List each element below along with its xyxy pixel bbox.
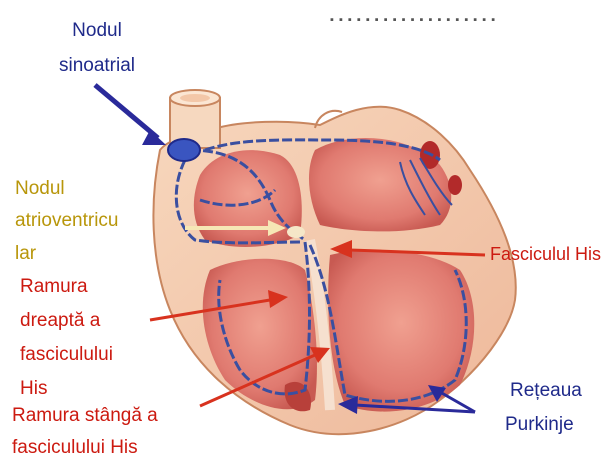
label-av-line3: lar [15, 243, 36, 266]
label-purkinje-line1: Rețeaua [510, 380, 582, 403]
label-purkinje-line2: Purkinje [505, 414, 574, 437]
label-av-line2: atrioventricu [15, 210, 119, 233]
label-av-line1: Nodul [15, 178, 65, 201]
faint-header-text: ▪ ▪ ▪ ▪ ▪ ▪ ▪ ▪ ▪ ▪ ▪ ▪ ▪ ▪ ▪ ▪ ▪ ▪ ▪ [330, 14, 600, 28]
label-his-bundle: Fasciculul His [490, 244, 601, 266]
left-ventricle [328, 250, 474, 412]
label-left-branch-line2: fasciculului His [12, 437, 138, 460]
av-node [287, 226, 305, 238]
label-right-branch-line3: fasciculului [20, 344, 113, 367]
label-right-branch-line1: Ramura [20, 276, 88, 299]
label-right-branch-line4: His [20, 378, 47, 401]
right-atrium [194, 150, 302, 247]
arrow-sinoatrial [95, 85, 158, 138]
sinoatrial-node [168, 139, 200, 161]
label-sinoatrial-line1: Nodul [42, 20, 152, 43]
label-sinoatrial-line2: sinoatrial [42, 55, 152, 78]
label-left-branch-line1: Ramura stângă a [12, 405, 158, 428]
label-right-branch-line2: dreaptă a [20, 310, 100, 333]
